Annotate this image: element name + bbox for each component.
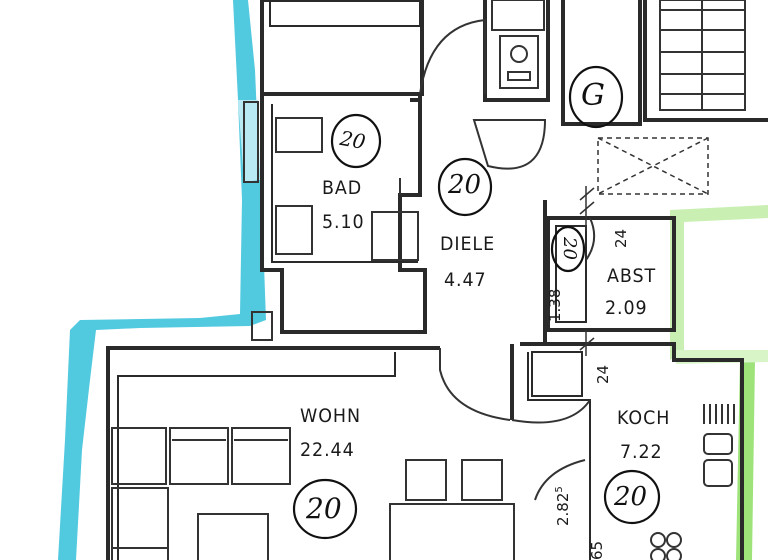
bath-wall (260, 94, 427, 334)
top-room-inner (269, 0, 421, 27)
mark-koch: 20 (614, 482, 648, 512)
mark-diele: 20 (448, 170, 482, 200)
bath-inner (271, 104, 418, 263)
living-wall (106, 346, 440, 560)
dining-set (389, 459, 515, 560)
mark-circle-diele (437, 157, 493, 217)
mark-circle-koch (603, 469, 661, 525)
room-area-wohn: 22.44 (300, 439, 355, 461)
stair-mark: G (581, 78, 605, 113)
dim-koch-left-sup: 5 (554, 486, 565, 493)
bath-fixtures (243, 101, 419, 341)
room-name-abst: ABST (607, 265, 657, 287)
stair-wall (561, 0, 642, 126)
dim-koch-left: 2.825 (554, 486, 572, 526)
dim-abst-top: 24 (612, 228, 630, 248)
living-wall-inner (117, 352, 396, 560)
room-name-bad: BAD (322, 177, 363, 199)
stair-treads (659, 0, 746, 111)
room-name-wohn: WOHN (300, 405, 361, 427)
water-strip (58, 0, 266, 560)
kitchen-inner (527, 352, 591, 560)
mark-circle-abst (550, 225, 586, 273)
mark-circle-wohn (292, 478, 358, 540)
stair-mark-circle (568, 65, 624, 129)
door-swings (399, 18, 596, 501)
kitchen-counter (531, 351, 583, 397)
mark-circle-bad (330, 113, 382, 169)
dim-abst-width: 1.38 (546, 288, 564, 322)
kitchen-wall (520, 342, 744, 560)
top-room-wall (260, 0, 424, 96)
top-appliances (491, 0, 545, 89)
dim-koch-top: 24 (594, 364, 612, 384)
room-name-diele: DIELE (440, 233, 496, 255)
abst-inner (555, 225, 587, 323)
dimension-ticks (579, 186, 595, 356)
room-area-abst: 2.09 (605, 297, 648, 319)
room-name-koch: KOCH (617, 407, 671, 429)
green-strip (670, 205, 768, 360)
mark-abst: 20 (558, 237, 580, 260)
shaft-box (597, 137, 709, 195)
room-area-bad: 5.10 (322, 211, 365, 233)
mark-wohn: 20 (306, 492, 342, 525)
dim-koch-left-base: 2.82 (554, 492, 572, 526)
stair-wall-2 (643, 0, 768, 122)
dim-bottom-partial: 65 (588, 540, 606, 560)
room-area-diele: 4.47 (444, 269, 487, 291)
abst-wall (546, 216, 676, 332)
mark-bad: 20 (338, 125, 368, 155)
room-area-koch: 7.22 (620, 441, 663, 463)
kitchen-appliances (650, 404, 735, 560)
sofa (111, 427, 291, 560)
